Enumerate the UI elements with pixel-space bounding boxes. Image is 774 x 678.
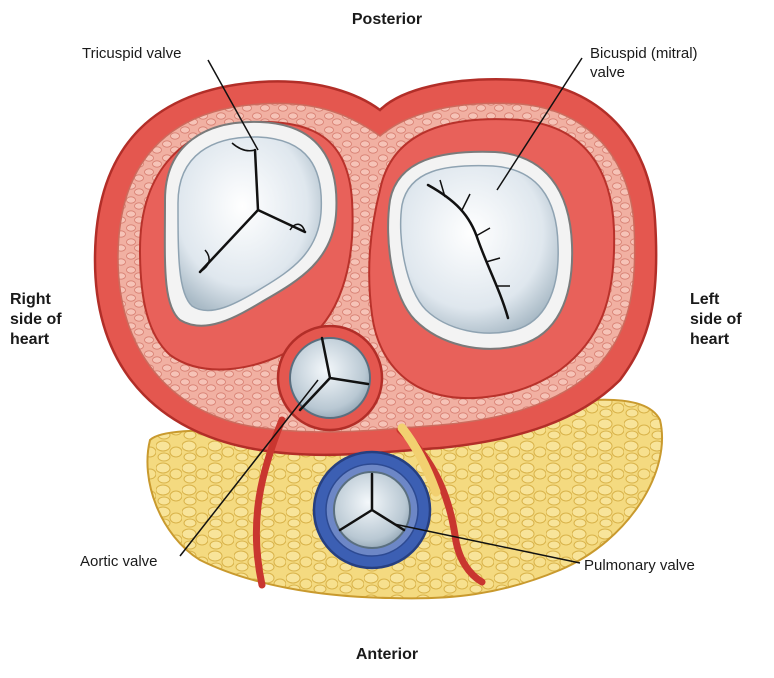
label-tricuspid-valve: Tricuspid valve xyxy=(82,45,182,62)
mitral-valve xyxy=(387,150,574,350)
label-pulmonary-valve: Pulmonary valve xyxy=(584,557,695,574)
label-mitral-valve: Bicuspid (mitral) valve xyxy=(590,45,698,81)
label-right-side: Right side of heart xyxy=(10,291,62,348)
leader-lines xyxy=(179,57,583,564)
aortic-valve xyxy=(276,324,384,432)
coronary-artery-right xyxy=(252,416,286,589)
tricuspid-valve xyxy=(163,120,338,327)
coronary-vessel-fat xyxy=(397,423,441,497)
label-aortic-valve: Aortic valve xyxy=(80,553,158,570)
pulmonary-valve xyxy=(312,450,432,570)
label-posterior: Posterior xyxy=(351,11,423,28)
label-anterior: Anterior xyxy=(355,646,419,663)
label-left-side: Left side of heart xyxy=(690,291,742,348)
